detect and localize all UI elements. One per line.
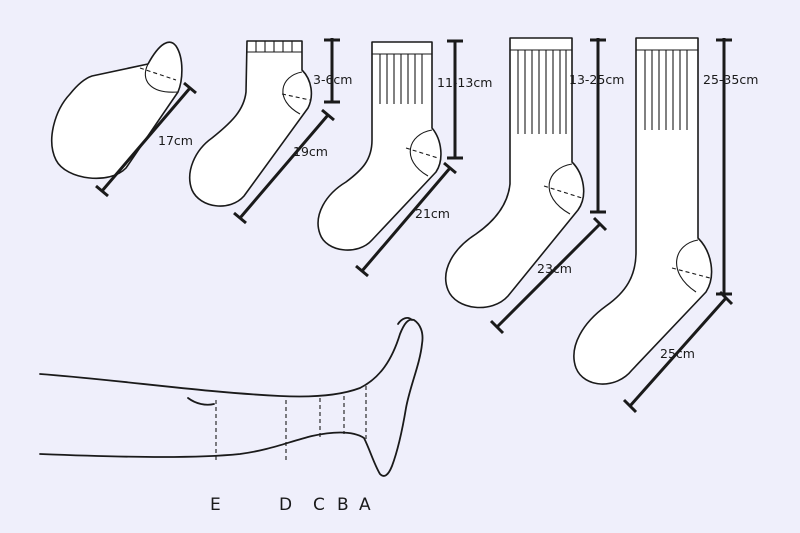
crew-heel-curve — [409, 129, 433, 177]
leg-level-guides — [215, 386, 367, 462]
ankle-heel-curve — [282, 71, 303, 115]
leg-toe — [397, 317, 413, 325]
ankle-sock — [188, 40, 313, 207]
calf-upper-line — [187, 397, 215, 406]
crew-sock — [317, 41, 442, 251]
no-show-foot-length-label: 17cm — [158, 133, 193, 148]
crew-length-bracket — [355, 161, 457, 278]
knee-high-heel-curve — [676, 239, 699, 293]
no-show-length-bracket — [95, 81, 197, 198]
no-show-sock — [51, 41, 183, 180]
ankle-length-bracket — [233, 108, 335, 225]
ankle-sock-outline — [188, 40, 313, 207]
knee-high-foot-length-label: 25cm — [660, 346, 695, 361]
mid-calf-foot-length-label: 23cm — [537, 261, 572, 276]
knee-high-cuff-height-label: 25-35cm — [703, 72, 758, 87]
mid-calf-heel-curve — [548, 163, 573, 215]
mid-calf-cuff-height-label: 13-25cm — [569, 72, 624, 87]
leg-level-a-label: A — [359, 495, 371, 515]
crew-foot-length-label: 21cm — [415, 206, 450, 221]
ankle-cuff-height-bracket — [324, 38, 340, 104]
mid-calf-sock — [444, 37, 585, 309]
crew-cuff-height-label: 11-13cm — [437, 75, 492, 90]
crew-cuff-height-bracket — [447, 39, 463, 160]
no-show-heel-dashed-line — [139, 67, 177, 81]
ankle-cuff-ribbing — [255, 41, 293, 52]
crew-cuff-ribbing — [379, 54, 423, 104]
leg-level-b-label: B — [337, 495, 349, 515]
mid-calf-sock-outline — [444, 37, 585, 309]
mid-calf-cuff-height-bracket — [590, 38, 606, 214]
mid-calf-length-bracket — [489, 216, 608, 335]
no-show-sock-outline — [51, 41, 183, 180]
leg-level-e-label: E — [210, 495, 221, 515]
knee-high-cuff-ribbing — [644, 50, 688, 130]
knee-high-sock — [573, 37, 713, 385]
crew-heel-dashed-line — [405, 147, 439, 159]
leg-illustration — [39, 317, 424, 477]
ankle-foot-length-label: 19cm — [293, 144, 328, 159]
ankle-heel-dashed-line — [281, 93, 311, 101]
leg-upper-contour — [39, 318, 424, 477]
knee-high-length-bracket — [622, 290, 734, 414]
crew-sock-outline — [317, 41, 442, 251]
ankle-cuff-height-label: 3-6cm — [313, 72, 352, 87]
knee-high-sock-outline — [573, 37, 713, 385]
no-show-heel-curve — [144, 63, 179, 93]
leg-level-c-label: C — [313, 495, 325, 515]
mid-calf-cuff-ribbing — [517, 50, 567, 134]
leg-level-d-label: D — [279, 495, 292, 515]
